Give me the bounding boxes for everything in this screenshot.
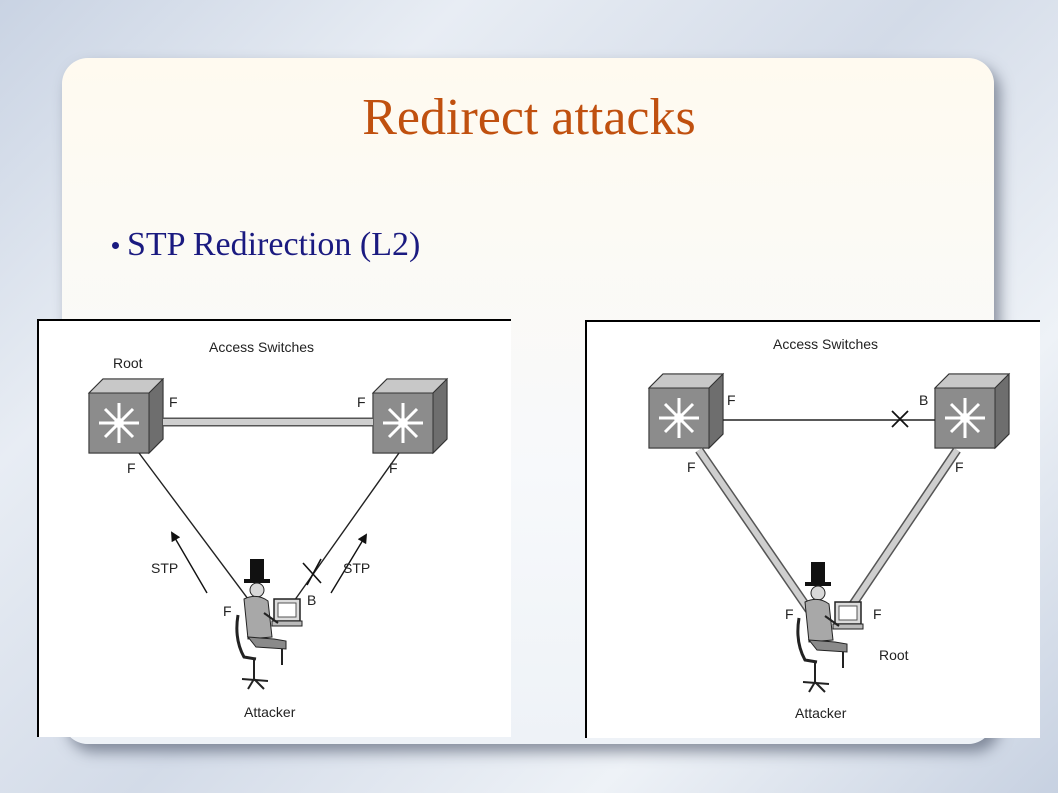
bullet-dot-icon (112, 241, 119, 249)
slide-title: Redirect attacks (362, 89, 696, 146)
access-switch-icon (371, 377, 449, 455)
root-label: Root (879, 647, 909, 663)
root-switch-icon (87, 377, 165, 455)
stp-label-left: STP (151, 560, 178, 576)
stp-arrow-left (171, 531, 208, 594)
port-label: B (307, 592, 316, 608)
stp-diagram-before: Access Switches Root F F F F F B STP STP (37, 319, 511, 737)
port-label: F (687, 459, 696, 475)
stp-arrow-right (330, 533, 368, 594)
port-label: F (389, 460, 398, 476)
bullet-text: STP Redirection (L2) (127, 226, 421, 263)
right-switch-icon (933, 372, 1011, 450)
stp-label-right: STP (343, 560, 370, 576)
blocked-port-icon (302, 558, 322, 586)
port-label: B (919, 392, 928, 408)
port-label: F (223, 603, 232, 619)
link-root-to-attacker (138, 452, 258, 612)
port-label: F (169, 394, 178, 410)
port-label: F (127, 460, 136, 476)
bullet-item: STP Redirection (L2) (112, 226, 420, 264)
access-switches-heading: Access Switches (773, 336, 878, 352)
attacker-label: Attacker (795, 705, 847, 721)
stp-diagram-after: Access Switches F B F F F F Root (585, 320, 1040, 738)
port-label: F (873, 606, 882, 622)
root-label: Root (113, 355, 143, 371)
port-label: F (785, 606, 794, 622)
port-label: F (955, 459, 964, 475)
blocked-port-icon (891, 410, 909, 428)
attacker-icon (796, 562, 864, 693)
attacker-label: Attacker (244, 704, 296, 720)
link-switch-to-attacker (286, 452, 400, 612)
port-label: F (727, 392, 736, 408)
left-switch-icon (647, 372, 725, 450)
access-switches-heading: Access Switches (209, 339, 314, 355)
port-label: F (357, 394, 366, 410)
attacker-icon (235, 559, 303, 690)
